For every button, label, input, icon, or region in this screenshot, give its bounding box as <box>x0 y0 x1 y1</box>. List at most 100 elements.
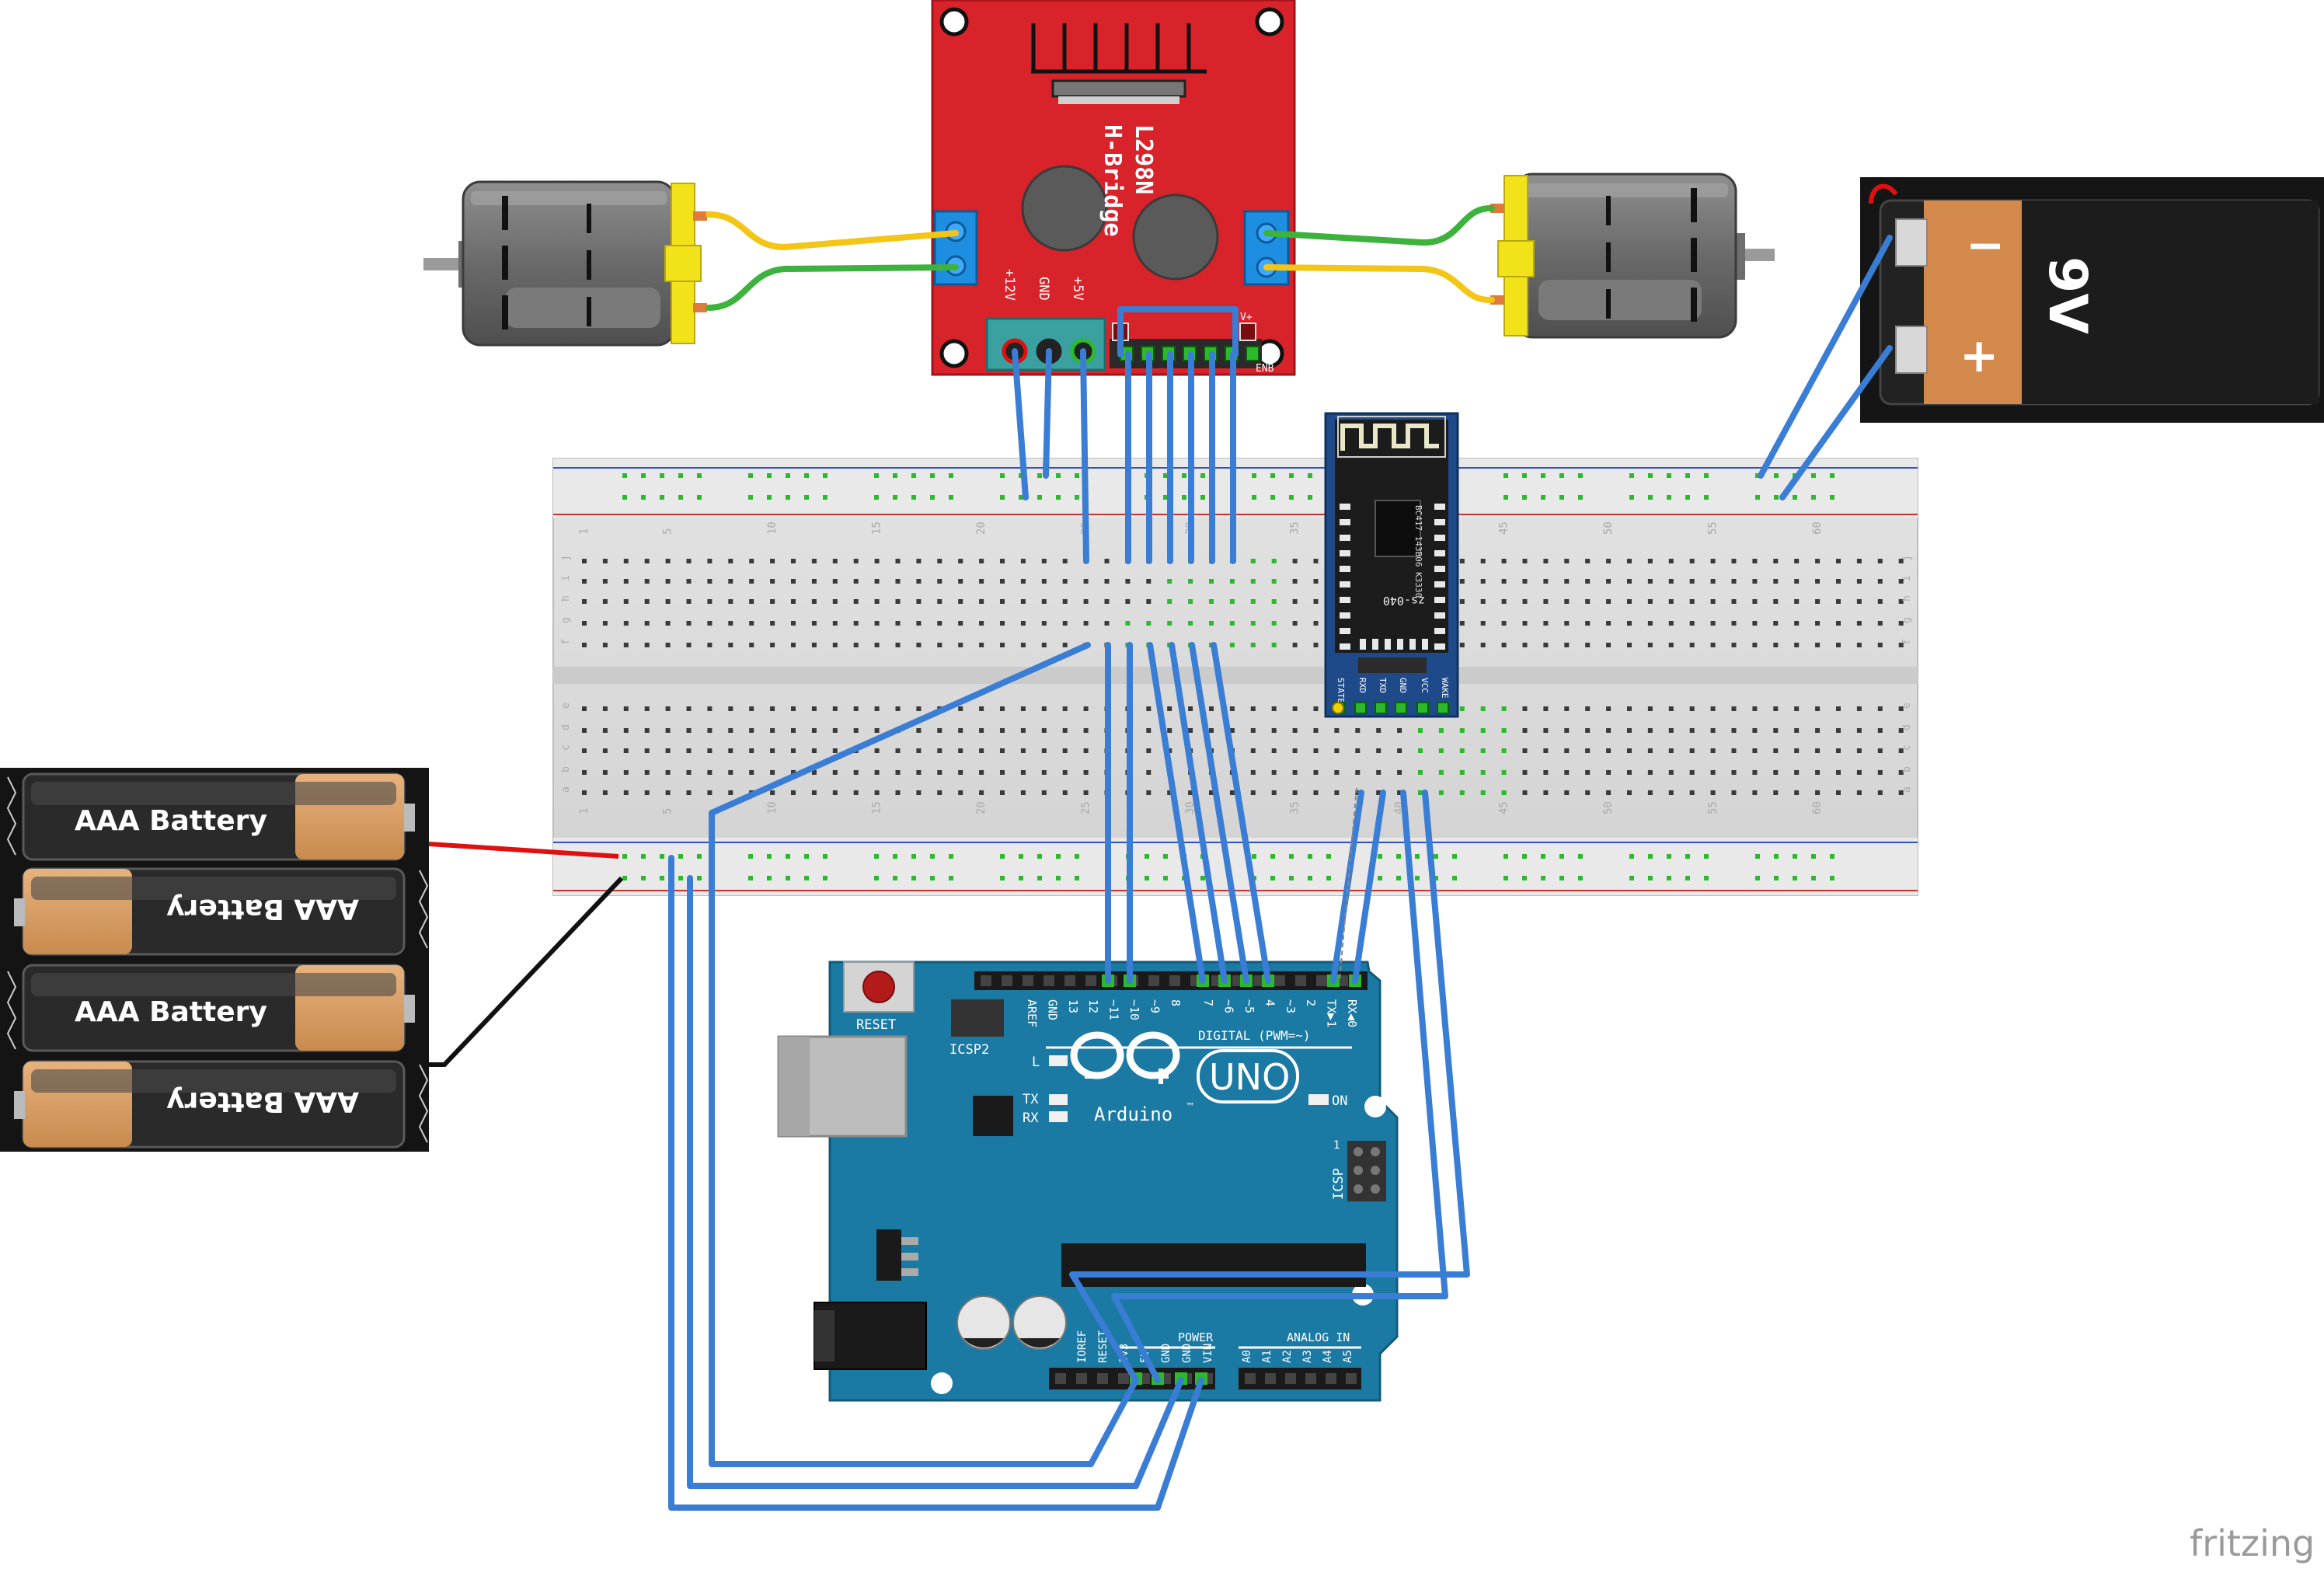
rail-hole <box>697 473 702 478</box>
breadboard-hole <box>728 748 733 753</box>
column-number: 45 <box>1498 801 1510 814</box>
breadboard-hole <box>1710 770 1716 775</box>
rail-hole <box>641 495 646 500</box>
breadboard-hole <box>749 559 754 563</box>
mount-hole-tl <box>939 7 969 37</box>
breadboard-hole <box>1627 770 1632 775</box>
rail-hole <box>1578 854 1583 859</box>
aaa-cell-label: AAA Battery <box>166 1086 359 1117</box>
header-socket <box>1265 1373 1276 1384</box>
breadboard-hole <box>770 706 775 711</box>
breadboard-hole <box>686 770 692 775</box>
breadboard-hole <box>602 559 608 563</box>
rail-hole <box>1830 876 1834 880</box>
breadboard-hole <box>1856 559 1862 563</box>
breadboard-hole <box>1522 579 1528 584</box>
breadboard-hole <box>1355 790 1361 795</box>
breadboard-hole <box>958 728 963 733</box>
mount-hole-bl <box>939 339 969 368</box>
rail-hole <box>949 876 953 880</box>
pin-label-enb: ENB <box>1256 363 1274 375</box>
pin-label-12v: +12V <box>1002 269 1017 301</box>
l298n-h-bridge: L298N H-Bridge +12V GND +5V V+ ENB <box>931 0 1296 376</box>
breadboard-hole <box>1710 706 1716 711</box>
breadboard-hole <box>1689 559 1695 563</box>
breadboard-hole <box>1689 748 1695 753</box>
led-l <box>1049 1055 1068 1066</box>
breadboard-hole <box>1815 706 1821 711</box>
rail-hole <box>1326 854 1331 859</box>
rail-hole <box>1378 854 1382 859</box>
breadboard-hole <box>644 728 650 733</box>
rail-hole <box>1452 876 1457 880</box>
breadboard-hole <box>1376 790 1382 795</box>
rail-hole <box>1648 876 1653 880</box>
breadboard-hole <box>1000 706 1005 711</box>
breadboard-hole <box>874 621 880 626</box>
breadboard-hole <box>832 706 838 711</box>
breadboard-hole <box>1752 621 1758 626</box>
rail-hole <box>748 854 753 859</box>
header-socket <box>1169 975 1180 986</box>
breadboard-hole <box>1585 621 1591 626</box>
breadboard-hole <box>958 790 963 795</box>
usb-chip <box>973 1096 1013 1136</box>
breadboard-hole <box>811 643 817 647</box>
breadboard-hole <box>1836 728 1841 733</box>
rail-hole <box>1830 473 1834 478</box>
breadboard-hole <box>1459 728 1465 733</box>
wire-hb-gnd <box>1043 348 1052 479</box>
breadboard-hole <box>1731 599 1737 604</box>
wire-5v-to-rail <box>709 642 1139 1467</box>
rail-hole <box>874 876 879 880</box>
breadboard-hole <box>958 621 963 626</box>
breadboard-hole <box>1020 599 1026 604</box>
breadboard-hole <box>1480 706 1486 711</box>
breadboard-hole <box>665 559 671 563</box>
breadboard-hole <box>979 790 984 795</box>
breadboard-hole <box>582 728 587 733</box>
breadboard-hole <box>1146 599 1152 604</box>
row-letter: h <box>1901 595 1913 601</box>
header-socket <box>1305 1373 1316 1384</box>
breadboard-hole <box>811 621 817 626</box>
breadboard-hole <box>1585 559 1591 563</box>
breadboard-hole <box>1647 643 1653 647</box>
battery-9v-label: 9V <box>2037 256 2098 334</box>
breadboard-hole <box>1250 770 1256 775</box>
breadboard-hole <box>1877 748 1883 753</box>
breadboard-hole <box>1041 579 1047 584</box>
rail-hole <box>874 854 879 859</box>
analog-label: ANALOG IN <box>1287 1330 1350 1344</box>
breadboard-hole <box>1773 790 1779 795</box>
battery-plus: + <box>1960 329 1998 383</box>
breadboard-hole <box>707 643 713 647</box>
breadboard-hole <box>811 559 817 563</box>
rail-hole <box>1378 876 1382 880</box>
rail-hole <box>1252 495 1256 500</box>
breadboard-hole <box>1815 770 1821 775</box>
breadboard-hole <box>1710 748 1716 753</box>
reset-button[interactable] <box>843 961 915 1013</box>
fritzing-watermark: fritzing <box>2190 1522 2315 1564</box>
breadboard-hole <box>979 728 984 733</box>
breadboard-hole <box>1083 599 1089 604</box>
breadboard-hole <box>979 621 984 626</box>
breadboard-hole <box>1062 643 1068 647</box>
breadboard-hole <box>1564 790 1570 795</box>
breadboard-hole <box>1731 643 1737 647</box>
rail-hole <box>1793 876 1797 880</box>
rail-hole <box>893 495 897 500</box>
arduino-tm: ™ <box>1186 1101 1195 1112</box>
breadboard-hole <box>1856 748 1862 753</box>
breadboard-hole <box>1083 621 1089 626</box>
motor-shaft <box>1744 249 1775 261</box>
header-socket <box>1064 975 1075 986</box>
breadboard-hole <box>1606 621 1611 626</box>
breadboard-hole <box>1480 559 1486 563</box>
breadboard-hole <box>770 770 775 775</box>
header-socket <box>1023 975 1033 986</box>
breadboard-hole <box>1480 621 1486 626</box>
rail-hole <box>1811 473 1816 478</box>
breadboard-hole <box>1062 770 1068 775</box>
